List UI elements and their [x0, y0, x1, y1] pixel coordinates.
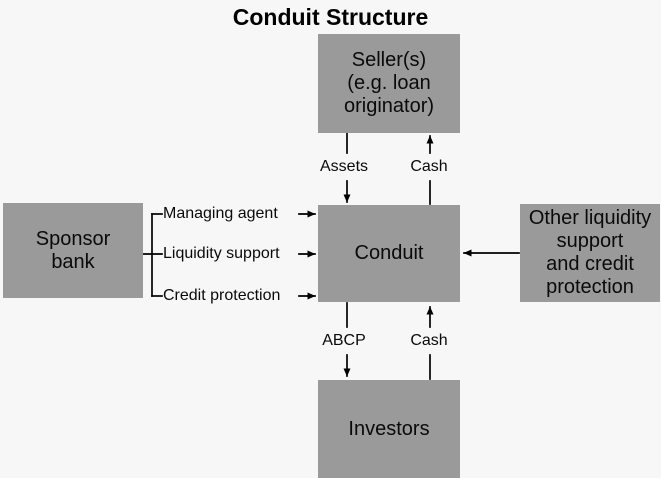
credit-protection-flow-label: Credit protection — [163, 287, 281, 304]
other-liquidity-support-box: Other liquidity support and credit prote… — [520, 204, 660, 302]
seller-box: Seller(s) (e.g. loan originator) — [318, 34, 460, 133]
managing-agent-flow-label: Managing agent — [163, 205, 278, 222]
sponsor-bracket — [142, 213, 163, 297]
abcp-flow-label: ABCP — [322, 332, 366, 349]
conduit-box: Conduit — [318, 205, 460, 302]
sponsor-bank-box: Sponsor bank — [3, 203, 143, 298]
cash-to-conduit-flow-label: Cash — [410, 332, 448, 349]
investors-box: Investors — [318, 380, 460, 478]
assets-flow-label: Assets — [319, 158, 369, 175]
liquidity-support-flow-label: Liquidity support — [163, 245, 280, 262]
cash-to-seller-flow-label: Cash — [410, 158, 448, 175]
diagram-title: Conduit Structure — [232, 4, 429, 30]
